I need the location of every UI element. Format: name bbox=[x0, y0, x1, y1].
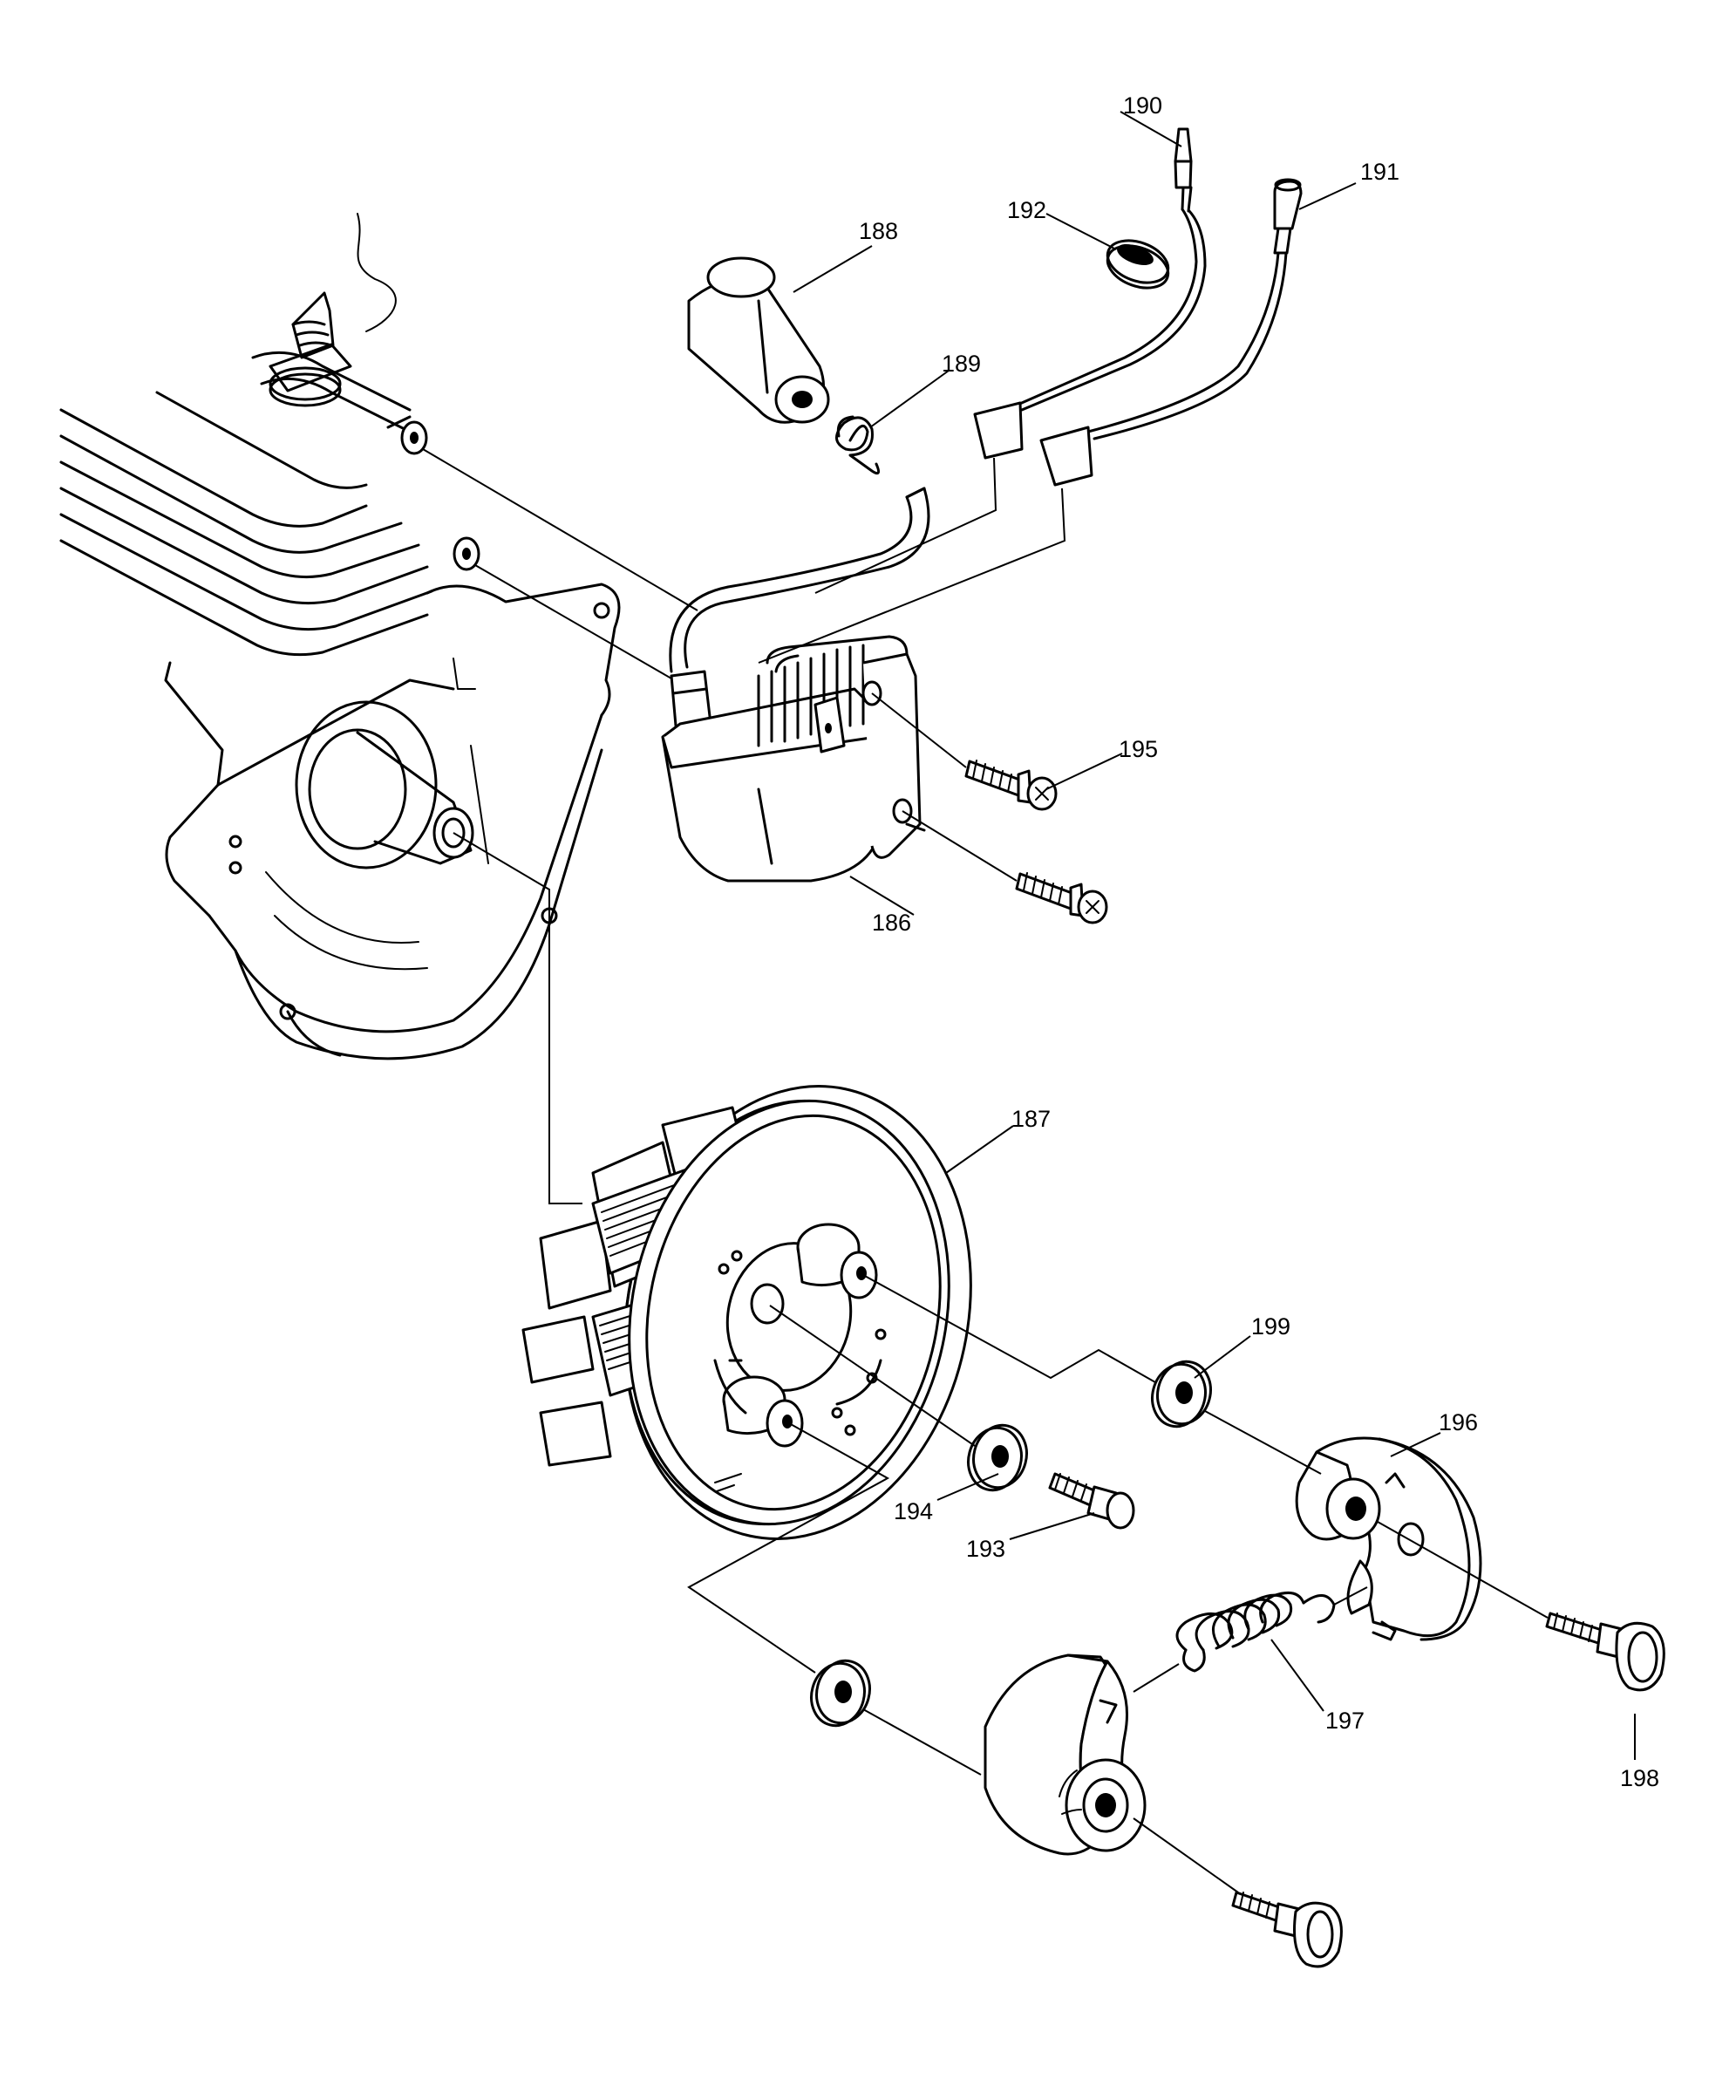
clutch-shoe-icon bbox=[984, 1653, 1147, 1856]
ignition-coil-icon bbox=[661, 487, 930, 883]
callout-199: 199 bbox=[1251, 1313, 1290, 1340]
callout-198: 198 bbox=[1620, 1765, 1659, 1791]
callout-189: 189 bbox=[942, 351, 981, 377]
callout-194: 194 bbox=[894, 1498, 933, 1524]
callout-187: 187 bbox=[1011, 1106, 1051, 1132]
wire-icon bbox=[758, 127, 1303, 664]
spring-icon bbox=[835, 415, 881, 475]
washer-icon bbox=[810, 1659, 871, 1728]
callout-195: 195 bbox=[1119, 736, 1158, 762]
callout-190: 190 bbox=[1123, 92, 1162, 119]
callout-192: 192 bbox=[1007, 197, 1046, 223]
engine-crankcase-icon bbox=[59, 213, 621, 1060]
flywheel-icon bbox=[521, 1085, 972, 1540]
bolt-icon bbox=[1231, 1891, 1343, 1968]
spark-plug-cap-icon bbox=[687, 256, 830, 424]
callout-196: 196 bbox=[1439, 1409, 1478, 1435]
washer-icon bbox=[967, 1423, 1028, 1492]
bolt-icon bbox=[1048, 1472, 1135, 1530]
spring-icon bbox=[1175, 1591, 1336, 1673]
bolt-icon bbox=[1545, 1612, 1665, 1692]
grommet-icon bbox=[1106, 239, 1170, 290]
washer-icon bbox=[1151, 1360, 1212, 1428]
callout-186: 186 bbox=[872, 910, 911, 936]
callout-191: 191 bbox=[1360, 159, 1399, 185]
callout-188: 188 bbox=[859, 218, 898, 244]
callout-193: 193 bbox=[966, 1536, 1005, 1562]
screw-icon bbox=[964, 760, 1108, 924]
clutch-shoe-icon bbox=[1295, 1436, 1482, 1641]
callout-197: 197 bbox=[1325, 1708, 1365, 1734]
